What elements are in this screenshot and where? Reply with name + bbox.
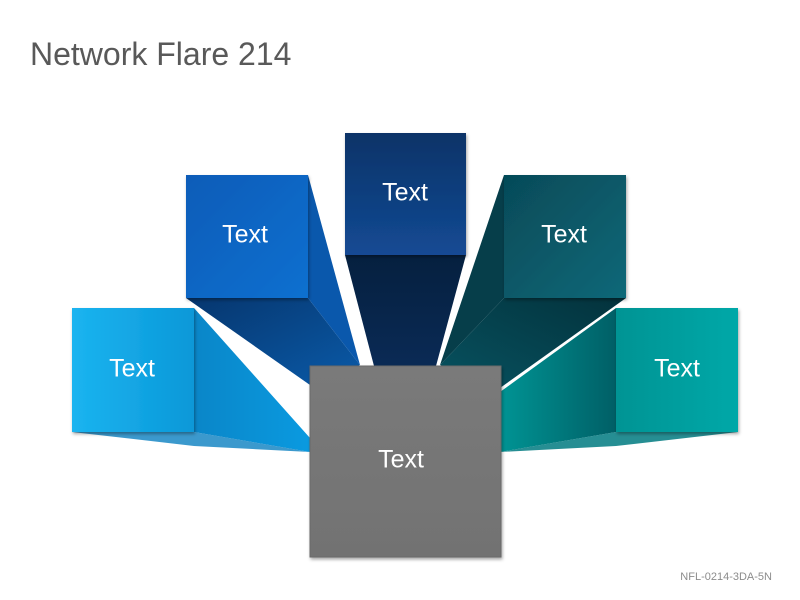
slide-code: NFL-0214-3DA-5N bbox=[680, 571, 772, 583]
hub-label: Text bbox=[378, 446, 424, 474]
far-left-side bbox=[194, 308, 310, 452]
mid-left-arm: Text bbox=[186, 175, 360, 385]
mid-right-side bbox=[440, 175, 504, 365]
far-left-box bbox=[72, 308, 194, 432]
far-left-label: Text bbox=[109, 355, 155, 383]
hub: Text bbox=[309, 365, 502, 558]
far-left-bottom bbox=[72, 432, 310, 452]
top-center-label: Text bbox=[382, 179, 428, 207]
mid-left-side bbox=[308, 175, 360, 365]
far-right-arm: Text bbox=[500, 308, 738, 452]
far-right-box bbox=[616, 308, 738, 432]
mid-right-arm: Text bbox=[440, 175, 626, 388]
top-center-side bbox=[345, 255, 466, 366]
mid-left-bottom bbox=[186, 298, 360, 385]
mid-right-label: Text bbox=[541, 221, 587, 249]
far-right-bottom bbox=[500, 432, 738, 452]
top-center-box bbox=[345, 133, 466, 255]
page-title: Network Flare 214 bbox=[30, 36, 292, 72]
hub-box bbox=[309, 365, 502, 558]
mid-right-box bbox=[504, 175, 626, 298]
mid-left-box bbox=[186, 175, 308, 298]
far-left-arm: Text bbox=[72, 308, 310, 452]
far-right-label: Text bbox=[654, 355, 700, 383]
mid-left-label: Text bbox=[222, 221, 268, 249]
top-center-arm: Text bbox=[345, 133, 466, 366]
far-right-side bbox=[500, 308, 616, 452]
